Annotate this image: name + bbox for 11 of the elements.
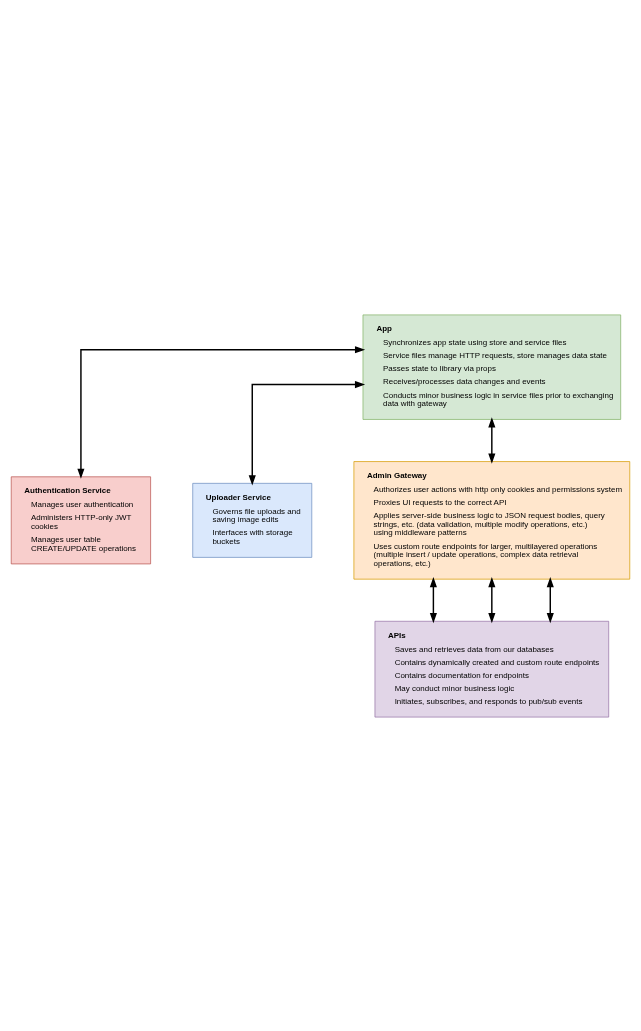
arrow <box>546 576 554 623</box>
arrow <box>429 576 437 623</box>
arrow <box>488 576 496 623</box>
node-box: Authentication Service Manages user authentication Administers HTTP-only JWT cookies Manages user table CREATE/UPDATE operations <box>10 475 151 564</box>
node-box: App Synchronizes app state using store and service files Service files manage HTTP requests, store manages data state Passes state to library via props Receives/processes data changes and events Conducts minor business logic in service files prior to exchanging data with gateway <box>362 314 622 420</box>
arrow <box>488 416 496 464</box>
arrow <box>77 345 366 479</box>
node-box: APIs Saves and retrieves data from our databases Contains dynamically created and custom route endpoints Contains documentation for endpoints May conduct minor business logic Initiates, subscribes, and responds to pub/sub events <box>374 620 610 717</box>
node-box: Admin Gateway Authorizes user actions with http only cookies and permissions system Proxies UI requests to the correct API Applies server-side business logic to JSON request bodies, query strings, etc. (data validation, multiple modify operations, etc.) using middleware patterns Uses custom route endpoints for larger, multilayered operations (multiple insert / update operations, complex data retrieval operations, etc.) <box>353 460 631 580</box>
arrow <box>248 380 366 485</box>
node-box: Uploader Service Governs file uploads and saving image edits Interfaces with storage buckets <box>192 482 313 558</box>
